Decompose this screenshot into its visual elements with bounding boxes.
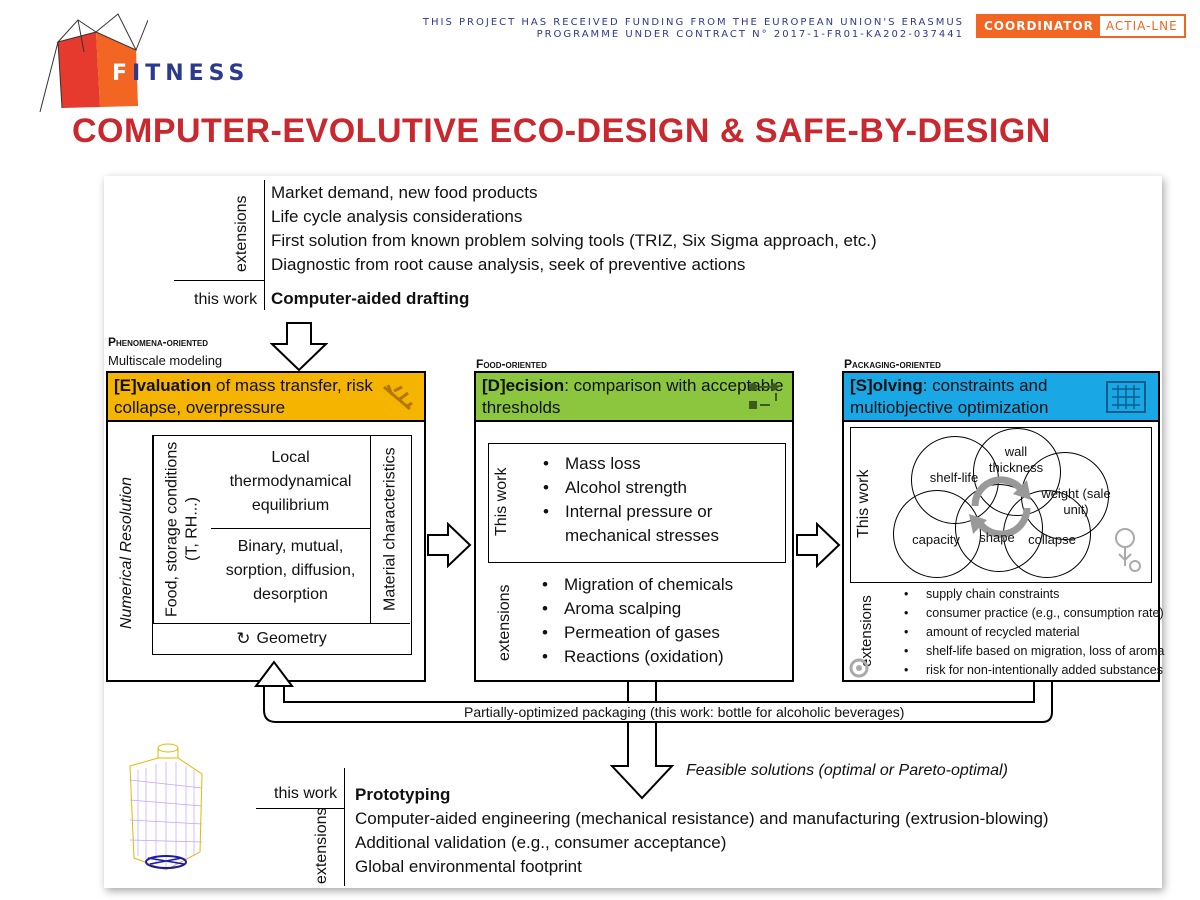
evaluation-category: Phenomena-oriented — [108, 335, 209, 349]
geometry-label: Geometry — [256, 629, 327, 647]
decision-extensions-list: Migration of chemicals Aroma scalping Pe… — [542, 573, 804, 669]
list-item: risk for non-intentionally added substan… — [904, 661, 1182, 680]
list-item: supply chain constraints — [904, 585, 1182, 604]
right-arrow-icon — [427, 522, 472, 568]
circle-label-shelf-life: shelf-life — [929, 470, 979, 485]
list-item: Alcohol strength — [543, 476, 801, 500]
list-item: consumer practice (e.g., consumption rat… — [904, 604, 1182, 623]
geometry-row: ↻ Geometry — [153, 623, 410, 653]
circle-label-capacity: capacity — [912, 532, 960, 547]
bottom-this-work-label: this work — [274, 785, 338, 802]
decision-this-work-list: Mass loss Alcohol strength Internal pres… — [543, 452, 801, 548]
funding-line-1: THIS PROJECT HAS RECEIVED FUNDING FROM T… — [422, 17, 964, 28]
calculator-icon — [1106, 381, 1146, 413]
right-arrow-icon — [796, 522, 841, 568]
top-divider-horizontal — [174, 280, 264, 281]
evaluation-header: [E]valuation of mass transfer, risk coll… — [108, 373, 424, 422]
circle-label-weight: weight (sale unit) — [1041, 486, 1111, 517]
bottle-wireframe-icon — [129, 743, 203, 871]
evaluation-inner-grid: Food, storage conditions (T, RH...) Loca… — [152, 435, 412, 655]
bottom-extension-item: Additional validation (e.g., consumer ac… — [355, 833, 727, 852]
top-this-work-value: Computer-aided drafting — [271, 289, 470, 308]
coordinator-badge: COORDINATOR ACTIA-LNE — [976, 14, 1186, 38]
circle-label-collapse: collapse — [1028, 532, 1076, 547]
top-extensions-list: Market demand, new food products Life cy… — [271, 181, 877, 277]
solving-header: [S]olving: constraints and multiobjectiv… — [844, 373, 1158, 422]
bottom-extensions-label: extensions — [313, 807, 330, 885]
cycle-icon: ↻ — [236, 628, 251, 648]
bottom-extensions-list: Computer-aided engineering (mechanical r… — [355, 807, 1049, 879]
tree-gear-icon — [1115, 528, 1141, 572]
fitness-logo-icon — [39, 13, 148, 113]
top-extension-item: Market demand, new food products — [271, 183, 538, 202]
decision-this-work-box: This work Mass loss Alcohol strength Int… — [488, 443, 786, 563]
top-extension-item: First solution from known problem solvin… — [271, 231, 877, 250]
caliper-icon — [383, 384, 413, 411]
list-item: Internal pressure or mechanical stresses — [543, 500, 801, 548]
bottom-extension-item: Computer-aided engineering (mechanical r… — [355, 809, 1049, 828]
list-item: Migration of chemicals — [542, 573, 804, 597]
flow-shapes-icon — [749, 383, 779, 409]
funding-notice: THIS PROJECT HAS RECEIVED FUNDING FROM T… — [404, 17, 964, 41]
top-extension-item: Life cycle analysis considerations — [271, 207, 523, 226]
top-extension-item: Diagnostic from root cause analysis, see… — [271, 255, 746, 274]
list-item: Aroma scalping — [542, 597, 804, 621]
decision-box: [D]ecision: comparison with acceptable t… — [474, 371, 794, 682]
evaluation-subcategory: Multiscale modeling — [108, 353, 223, 368]
binary-sorption-cell: Binary, mutual, sorption, diffusion, des… — [211, 529, 371, 623]
funding-line-2: PROGRAMME UNDER CONTRACT N° 2017-1-FR01-… — [536, 29, 964, 40]
loop-label: Partially-optimized packaging (this work… — [462, 704, 907, 720]
decision-header: [D]ecision: comparison with acceptable t… — [476, 373, 792, 422]
top-this-work-label: this work — [194, 291, 258, 308]
bottom-extension-item: Global environmental footprint — [355, 857, 582, 876]
coordinator-name: ACTIA-LNE — [1105, 19, 1178, 33]
evaluation-header-rest: of mass transfer, risk collapse, overpre… — [114, 376, 373, 417]
local-equilibrium-cell: Local thermodynamical equilibrium — [211, 436, 371, 529]
bottom-divider-vertical — [344, 768, 345, 886]
feasible-label: Feasible solutions (optimal or Pareto-op… — [686, 762, 1008, 779]
list-item: Reactions (oxidation) — [542, 645, 804, 669]
solving-header-bold: [S]olving — [850, 376, 923, 395]
decision-header-rest: : comparison with acceptable thresholds — [482, 376, 784, 417]
coordinator-label: COORDINATOR — [978, 16, 1100, 36]
page-title: COMPUTER-EVOLUTIVE ECO-DESIGN & SAFE-BY-… — [72, 112, 1051, 150]
refresh-arrows-icon — [969, 476, 1031, 538]
list-item: Permeation of gases — [542, 621, 804, 645]
decision-category: Food-oriented — [476, 357, 547, 371]
circle-label-wall-thickness: wall thickness — [988, 444, 1044, 475]
evaluation-header-bold: [E]valuation — [114, 376, 212, 395]
solving-category: Packaging-oriented — [844, 357, 941, 371]
list-item: Mass loss — [543, 452, 801, 476]
list-item: shelf-life based on migration, loss of a… — [904, 642, 1182, 661]
solving-extensions-list: supply chain constraints consumer practi… — [904, 585, 1182, 680]
circle-label-shape: shape — [979, 530, 1015, 545]
down-arrow-icon — [270, 322, 328, 372]
top-divider-vertical — [264, 180, 265, 310]
bottom-this-work-value: Prototyping — [355, 785, 451, 804]
bottom-divider-horizontal — [256, 808, 344, 809]
decision-header-bold: [D]ecision — [482, 376, 565, 395]
gear-person-icon — [849, 658, 869, 678]
solving-box: [S]olving: constraints and multiobjectiv… — [842, 371, 1164, 682]
solving-header-rest: : constraints and multiobjective optimiz… — [850, 376, 1049, 417]
solving-this-work-box: This work shelf-life wall thickness weig… — [850, 427, 1152, 583]
logo-text-rest: ITNESS — [132, 61, 250, 86]
list-item: amount of recycled material — [904, 623, 1182, 642]
logo-f-letter: F — [112, 61, 128, 86]
evaluation-box: [E]valuation of mass transfer, risk coll… — [106, 371, 426, 682]
